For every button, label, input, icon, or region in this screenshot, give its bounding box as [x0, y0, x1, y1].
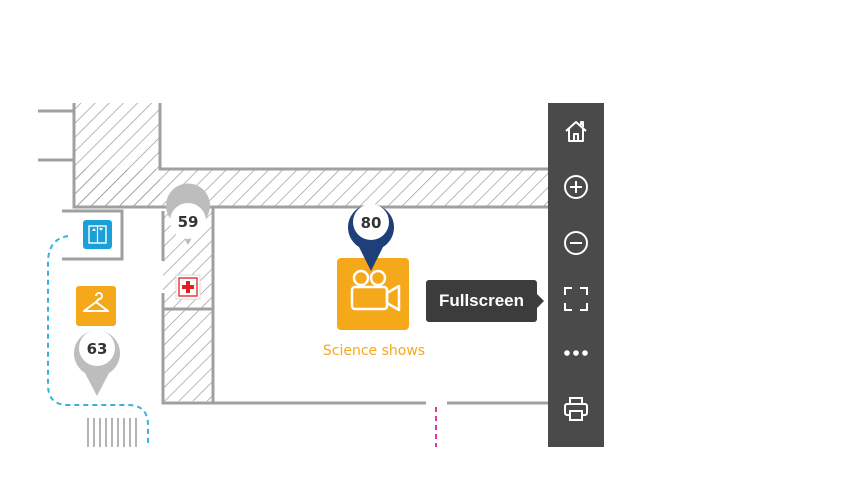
floor-plan: Science shows 59 80 63 [38, 103, 548, 447]
print-icon [564, 397, 588, 421]
zoom-out-button[interactable] [548, 221, 604, 265]
wall-line [158, 103, 548, 171]
fullscreen-icon [564, 287, 588, 311]
walls [38, 103, 548, 405]
fullscreen-button[interactable] [548, 277, 604, 321]
zoom-out-icon [564, 231, 588, 255]
first-aid-icon[interactable] [175, 274, 201, 300]
print-button[interactable] [548, 387, 604, 431]
more-button[interactable] [548, 331, 604, 375]
elevator-icon[interactable] [83, 220, 112, 249]
pin-number: 63 [87, 340, 108, 358]
map-pin-63[interactable]: 63 [74, 330, 120, 396]
floor-map[interactable]: Science shows 59 80 63 [38, 103, 548, 447]
map-pin-59[interactable]: 59 [166, 183, 211, 245]
science-shows-poi[interactable]: Science shows [323, 258, 425, 359]
more-icon [564, 350, 588, 356]
wall-line [161, 211, 215, 405]
hanger-icon[interactable] [76, 286, 116, 326]
wall-line [72, 103, 548, 209]
fullscreen-tooltip: Fullscreen [426, 280, 537, 322]
stairs [87, 418, 137, 447]
wall-line [62, 209, 124, 261]
home-button[interactable] [548, 109, 604, 153]
pin-number: 59 [178, 213, 199, 231]
tooltip-arrow [537, 294, 544, 308]
science-shows-label: Science shows [323, 343, 425, 359]
map-pin-80[interactable]: 80 [348, 204, 394, 271]
zoom-in-button[interactable] [548, 165, 604, 209]
map-toolbar [548, 103, 604, 447]
walking-route [47, 235, 149, 447]
hatched-wall [74, 169, 548, 207]
home-icon [565, 121, 587, 142]
pin-number: 80 [361, 214, 382, 232]
zoom-in-icon [564, 175, 588, 199]
hatched-wall-areas [74, 103, 548, 401]
